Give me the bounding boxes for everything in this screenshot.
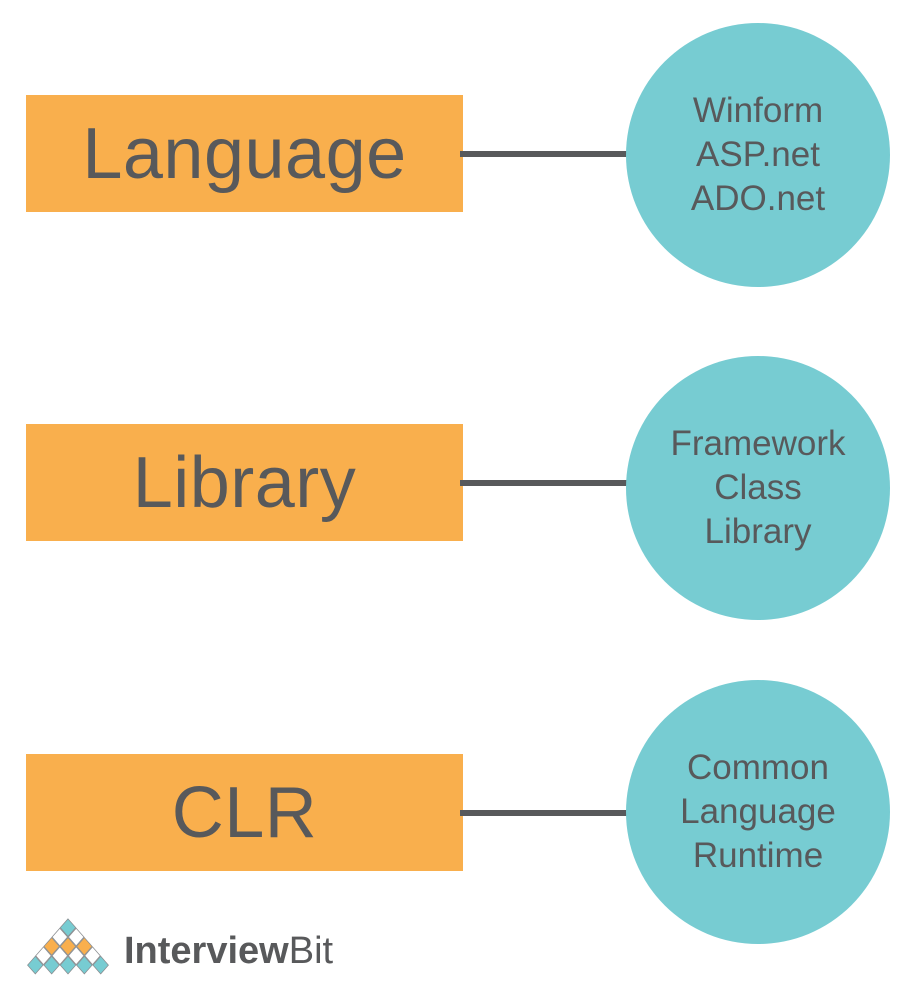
circle-line: Framework xyxy=(670,424,846,463)
circle-line: ASP.net xyxy=(696,135,820,174)
library-connector-line xyxy=(460,480,632,486)
language-connector-line xyxy=(460,151,632,157)
clr-box: CLR xyxy=(26,754,463,871)
clr-box-label: CLR xyxy=(171,772,318,853)
language-examples-circle: Winform ASP.net ADO.net xyxy=(626,23,890,287)
circle-line: Library xyxy=(704,512,812,551)
circle-line: Winform xyxy=(692,91,824,130)
clr-expansion-circle: Common Language Runtime xyxy=(626,680,890,944)
circle-line: Class xyxy=(714,468,802,507)
library-box-label: Library xyxy=(132,442,357,523)
language-box-label: Language xyxy=(82,113,407,194)
circle-line: ADO.net xyxy=(690,179,826,218)
circle-line: Common xyxy=(687,748,829,787)
circle-line: Language xyxy=(680,792,836,831)
wordmark-bit: Bit xyxy=(288,930,334,972)
library-expansion-circle: Framework Class Library xyxy=(626,356,890,620)
wordmark-interview: Interview xyxy=(124,930,289,972)
circle-line: Runtime xyxy=(692,836,824,875)
language-box: Language xyxy=(26,95,463,212)
interviewbit-wordmark: InterviewBit xyxy=(124,930,333,973)
clr-connector-line xyxy=(460,810,632,816)
interviewbit-logo: InterviewBit xyxy=(26,918,333,975)
library-box: Library xyxy=(26,424,463,541)
interviewbit-pyramid-icon xyxy=(27,918,109,975)
